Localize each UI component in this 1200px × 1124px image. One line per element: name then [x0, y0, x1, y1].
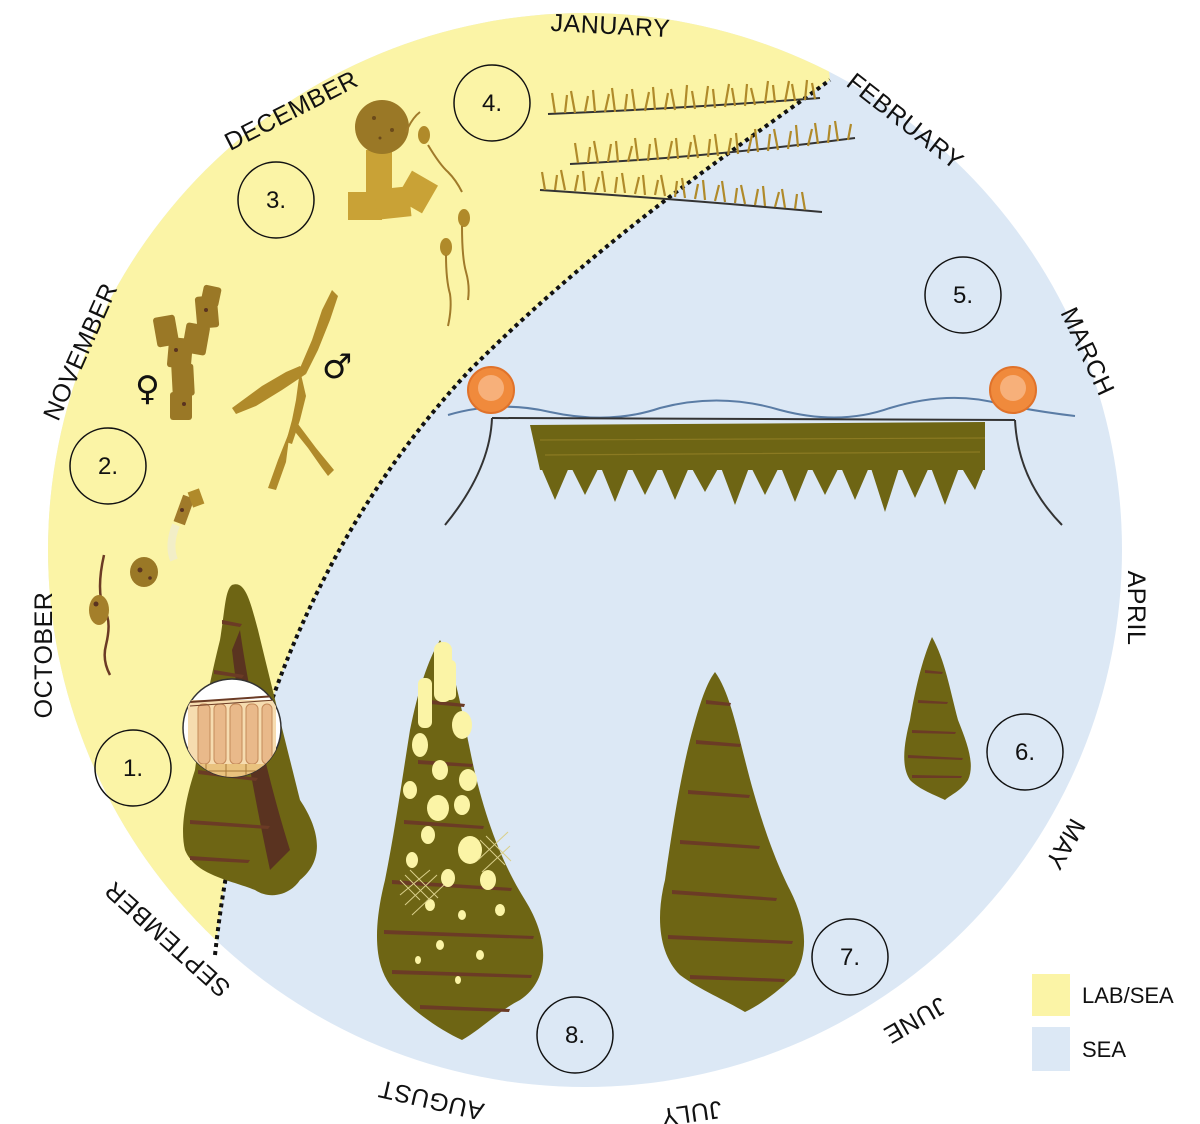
- sorus-cross-section-inset: [182, 678, 282, 778]
- month-label-april: APRIL: [1122, 571, 1150, 646]
- male-gametophyte: [232, 290, 338, 490]
- growing-sporophyte: [660, 672, 805, 1012]
- male-symbol: ♂: [322, 347, 352, 387]
- young-sporophyte: [904, 637, 971, 800]
- legend-swatch-lab-sea: [1032, 974, 1070, 1016]
- svg-text:2.: 2.: [98, 453, 118, 480]
- svg-text:7.: 7.: [840, 944, 860, 971]
- legend: LAB/SEA SEA: [1032, 974, 1174, 1071]
- svg-text:1.: 1.: [123, 755, 143, 782]
- legend-label-sea: SEA: [1082, 1037, 1126, 1062]
- svg-text:6.: 6.: [1015, 739, 1035, 766]
- month-label-august: AUGUST: [376, 1074, 487, 1124]
- stage-marker-4: 4.: [453, 64, 531, 142]
- stage-marker-3: 3.: [237, 161, 315, 239]
- stage-marker-2: 2.: [69, 427, 147, 505]
- svg-text:5.: 5.: [953, 282, 973, 309]
- seeded-ropes: [539, 79, 856, 213]
- month-label-july: JULY: [659, 1095, 724, 1124]
- stage-marker-1: 1.: [94, 729, 172, 807]
- legend-label-lab-sea: LAB/SEA: [1082, 983, 1174, 1008]
- zoospore-sketches: [89, 488, 205, 676]
- svg-text:4.: 4.: [482, 90, 502, 117]
- stage-marker-5: 5.: [924, 256, 1002, 334]
- cultivation-longline: [444, 366, 1076, 526]
- svg-text:3.: 3.: [266, 187, 286, 214]
- svg-text:8.: 8.: [565, 1022, 585, 1049]
- stage-marker-8: 8.: [536, 996, 614, 1074]
- female-symbol: ♀: [135, 369, 160, 409]
- female-gametophyte: [153, 284, 222, 420]
- eroding-sporophyte: [376, 640, 544, 1040]
- month-label-june: JUNE: [879, 991, 951, 1049]
- stage-marker-6: 6.: [986, 713, 1064, 791]
- stage-marker-7: 7.: [811, 918, 889, 996]
- month-label-january: JANUARY: [550, 9, 671, 43]
- fertilization-sketch: [348, 100, 470, 327]
- month-label-october: OCTOBER: [30, 592, 58, 719]
- legend-swatch-sea: [1032, 1027, 1070, 1071]
- hanging-kelp: [530, 422, 985, 512]
